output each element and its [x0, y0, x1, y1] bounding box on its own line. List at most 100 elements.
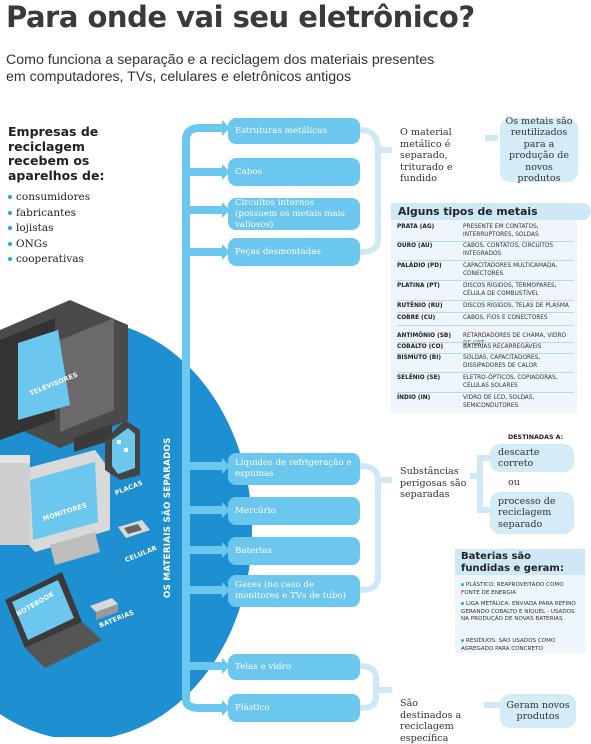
- list-item: LIGA METÁLICA: ENVIADA PARA REFINO GERAN…: [461, 601, 576, 622]
- bullet-icon: [8, 195, 12, 199]
- companies-heading: Empresas de reciclagem recebem os aparel…: [8, 124, 105, 183]
- spine-label: OS MATERIAIS SÃO SEPARADOS: [163, 437, 173, 598]
- material-liquidos-espumas: Líquidos de refrigeração e espumas: [228, 453, 360, 485]
- row-divider: [397, 353, 574, 354]
- metal-name: COBALTO (CO): [397, 344, 444, 350]
- table-row: PRATA (AG) PRESENTE EM CONTATOS, INTERRUP…: [397, 224, 575, 239]
- metal-use: ELETRO-ÓPTICOS, COPIADORAS, CÉLULAS SOLA…: [463, 375, 558, 389]
- metal-use: SOLDAS, CAPACITADORES, DISSIPADORES DE C…: [463, 355, 541, 369]
- metal-name: PALÁDIO (PD): [397, 263, 442, 269]
- table-row: ÍNDIO (IN) VIDRO DE LCD, SOLDAS, SEMICOND…: [397, 395, 575, 410]
- row-divider: [397, 241, 574, 242]
- or-label: ou: [508, 477, 520, 488]
- material-estruturas-metalicas: Estruturas metálicas: [228, 118, 360, 144]
- equipment-stack-icon: [0, 455, 30, 545]
- row-divider: [397, 325, 574, 326]
- arrowheads: [222, 120, 230, 716]
- metal-name: RUTÊNIO (RU): [397, 303, 443, 309]
- table-row: PLATINA (PT) DISCOS RÍGIDOS, TERMOPARES, …: [397, 283, 575, 298]
- table-row: ANTIMÔNIO (SB) RETARDADORES DE CHAMA, VID…: [397, 333, 575, 348]
- material-cabos: Cabos: [228, 158, 360, 186]
- batteries-panel: [455, 575, 585, 653]
- group3-bracket: [359, 663, 500, 711]
- material-baterias: Baterias: [228, 537, 360, 565]
- bullet-icon: [8, 226, 12, 230]
- table-row: PALÁDIO (PD) CAPACITADORES MULTICAMADA, C…: [397, 263, 575, 278]
- option-processo: processo de reciclagem separado: [490, 492, 574, 534]
- metal-use: RETARDADORES DE CHAMA, VIDRO DE CRT: [463, 333, 567, 347]
- flow3-process: São destinados a reciclagem específica: [400, 698, 462, 744]
- material-plastico: Plástico: [228, 694, 360, 722]
- list-item: lojistas: [8, 221, 90, 237]
- group2-bracket: [359, 455, 490, 593]
- metal-name: ÍNDIO (IN): [397, 395, 431, 401]
- list-item: fabricantes: [8, 206, 90, 222]
- list-item: RESÍDUOS: SÃO USADOS COMO AGREGADO PARA …: [461, 638, 556, 652]
- material-gases: Gases (no caso de monitores e TVs de tub…: [228, 575, 360, 607]
- bullet-icon: [461, 583, 464, 586]
- group1-bracket: [359, 127, 498, 255]
- page-title: Para onde vai seu eletrônico?: [6, 0, 475, 34]
- companies-list: consumidores fabricantes lojistas ONGs c…: [8, 190, 90, 268]
- batteries-heading: Baterias são fundidas e geram:: [455, 549, 585, 575]
- material-circuitos-internos: Circuitos internos (possuem os metais ma…: [228, 198, 360, 230]
- list-item: PLÁSTICO: REAPROVEITADO COMO FONTE DE EN…: [461, 582, 564, 596]
- bullet-icon: [8, 257, 12, 261]
- table-row: RUTÊNIO (RU) DISCOS RÍGIDOS, TELAS DE PLA…: [397, 303, 575, 311]
- metal-use: CABOS, CONTATOS, CIRCUITOS INTEGRADOS: [463, 243, 554, 257]
- option-descarte: descarte correto: [490, 444, 574, 472]
- flow2-process: Substâncias perigosas são separadas: [400, 466, 467, 500]
- flow1-result: Os metais são reutilizados para a produç…: [500, 116, 578, 184]
- cellphone-icon: [118, 520, 150, 538]
- row-divider: [397, 300, 574, 301]
- row-divider: [397, 260, 574, 261]
- metal-use: CABOS, FIOS E CONECTORES: [463, 315, 548, 321]
- bullet-icon: [8, 210, 12, 215]
- metal-name: COBRE (CU): [397, 315, 436, 321]
- row-divider: [397, 392, 574, 393]
- metal-use: DISCOS RÍGIDOS, TELAS DE PLASMA: [463, 303, 569, 309]
- metals-panel: [391, 203, 577, 413]
- metal-name: SELÊNIO (SE): [397, 375, 441, 381]
- material-mercurio: Mercúrio: [228, 497, 360, 525]
- row-divider: [397, 280, 574, 281]
- monitor-icon: [20, 450, 110, 565]
- flow1-process: O material metálico é separado, triturad…: [400, 127, 453, 184]
- row-divider: [397, 372, 574, 373]
- flow-connectors: [182, 124, 226, 712]
- destined-label: DESTINADAS A:: [508, 434, 564, 441]
- row-divider: [397, 312, 574, 313]
- table-row: SELÊNIO (SE) ELETRO-ÓPTICOS, COPIADORAS, …: [397, 375, 575, 390]
- bullet-icon: [461, 639, 464, 642]
- metal-name: OURO (AU): [397, 243, 433, 249]
- metal-name: PRATA (AG): [397, 224, 435, 230]
- metal-use: BATERIAS RECARREGÁVEIS: [463, 344, 542, 350]
- metal-name: BISMUTO (BI): [397, 355, 442, 361]
- list-item: cooperativas: [8, 252, 90, 268]
- flow3-result: Geram novos produtos: [500, 694, 576, 728]
- battery-icon: [90, 598, 118, 620]
- metal-use: PRESENTE EM CONTATOS, INTERRUPTORES, SOL…: [463, 224, 539, 238]
- table-row: OURO (AU) CABOS, CONTATOS, CIRCUITOS INTE…: [397, 243, 575, 258]
- circuit-board-icon: [105, 420, 140, 480]
- table-row: COBALTO (CO) BATERIAS RECARREGÁVEIS: [397, 344, 575, 352]
- material-pecas-desmontadas: Peças desmontadas: [228, 238, 360, 266]
- row-divider: [397, 342, 574, 343]
- material-telas-vidro: Telas e vidro: [228, 654, 360, 680]
- metal-use: VIDRO DE LCD, SOLDAS, SEMICONDUTORES: [463, 395, 535, 409]
- bullet-icon: [461, 602, 464, 605]
- metal-use: DISCOS RÍGIDOS, TERMOPARES, CÉLULA DE CO…: [463, 283, 557, 297]
- metal-use: CAPACITADORES MULTICAMADA, CONECTORES: [463, 263, 558, 277]
- list-item: consumidores: [8, 190, 90, 206]
- metals-heading: Alguns tipos de metais: [391, 203, 591, 220]
- bullet-icon: [8, 241, 12, 246]
- page-subtitle: Como funciona a separação e a reciclagem…: [6, 52, 435, 85]
- metal-name: ANTIMÔNIO (SB): [397, 333, 451, 339]
- television-icon: [0, 300, 128, 452]
- notebook-icon: [5, 572, 102, 668]
- table-row: BISMUTO (BI) SOLDAS, CAPACITADORES, DISSI…: [397, 355, 575, 370]
- table-row: COBRE (CU) CABOS, FIOS E CONECTORES: [397, 315, 575, 323]
- list-item: ONGs: [8, 237, 90, 253]
- metal-name: PLATINA (PT): [397, 283, 440, 289]
